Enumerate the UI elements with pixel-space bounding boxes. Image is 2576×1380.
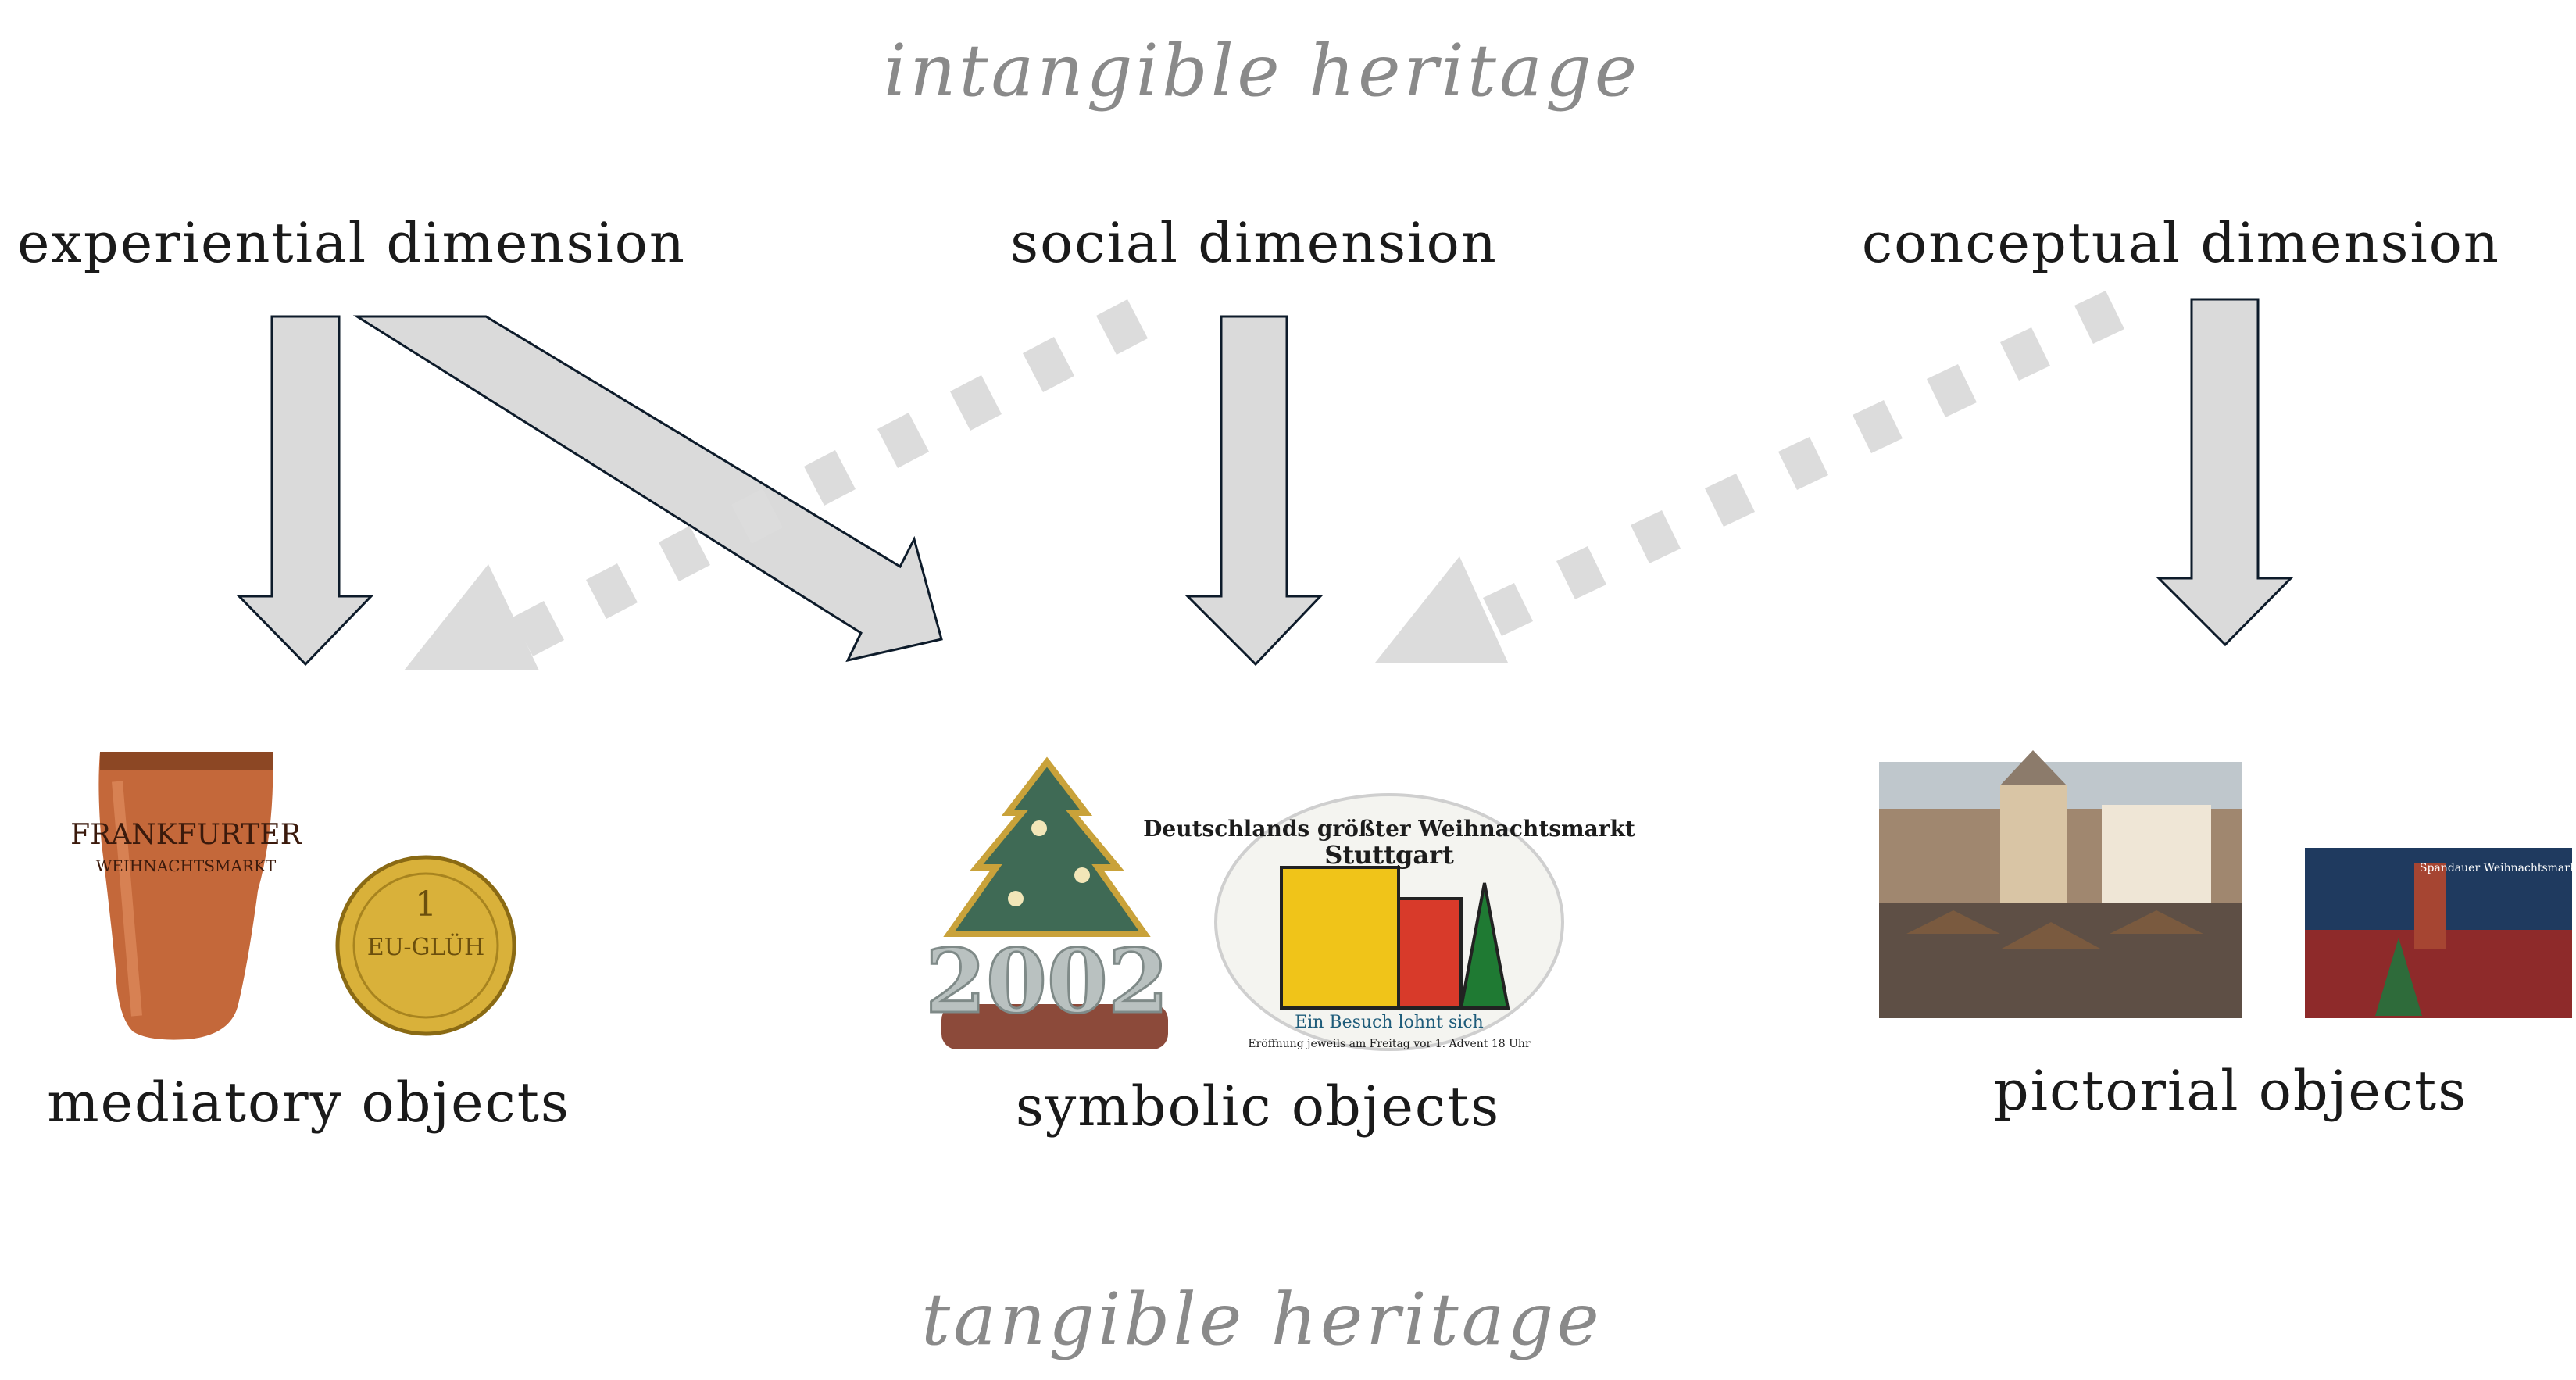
dashed-arrow-conceptual-to-symbolic <box>1375 291 2124 663</box>
badge-bottom-text-1: Ein Besuch lohnt sich <box>1295 1013 1484 1032</box>
mug-text-2: WEIHNACHTSMARKT <box>96 856 277 875</box>
badge-top-text: Deutschlands größter Weihnachtsmarkt <box>1143 816 1635 842</box>
coin-text-1: 1 <box>415 885 437 924</box>
social-dimension-label: social dimension <box>1010 211 1498 275</box>
christmas-tree-pin-image: 2002 <box>924 756 1170 1049</box>
arrow-social-to-symbolic <box>1184 315 1324 667</box>
spandau-postcard-image: Spandauer Weihnachtsmarkt <box>2305 848 2576 1018</box>
symbolic-objects-label: symbolic objects <box>1016 1074 1500 1139</box>
conceptual-dimension-label: conceptual dimension <box>1862 211 2500 275</box>
mulled-wine-mug-image: FRANKFURTER WEIHNACHTSMARKT <box>70 752 302 1040</box>
arrow-experiential-to-symbolic <box>352 315 943 663</box>
mediatory-objects-label: mediatory objects <box>47 1071 570 1135</box>
postcard-title: Spandauer Weihnachtsmarkt <box>2420 862 2576 874</box>
mug-text-1: FRANKFURTER <box>70 819 302 851</box>
christmas-market-photo-image <box>1879 750 2242 1018</box>
tangible-heritage-heading: tangible heritage <box>921 1278 1602 1361</box>
dashed-arrow-social-to-mediatory <box>404 299 1148 670</box>
coin-text-2: EU-GLÜH <box>367 933 484 961</box>
pin-year: 2002 <box>925 931 1169 1033</box>
mulled-wine-coin-image: 1 EU-GLÜH <box>335 855 516 1036</box>
arrow-experiential-to-mediatory <box>236 315 374 667</box>
badge-bottom-text-2: Eröffnung jeweils am Freitag vor 1. Adve… <box>1248 1038 1531 1050</box>
stuttgart-market-badge-image: Deutschlands größter Weihnachtsmarkt Stu… <box>1143 793 1635 1051</box>
arrow-conceptual-to-pictorial <box>2156 298 2294 647</box>
intangible-heritage-heading: intangible heritage <box>884 29 1640 113</box>
experiential-dimension-label: experiential dimension <box>17 211 686 275</box>
badge-city-text: Stuttgart <box>1324 840 1454 870</box>
pictorial-objects-label: pictorial objects <box>1994 1059 2467 1123</box>
